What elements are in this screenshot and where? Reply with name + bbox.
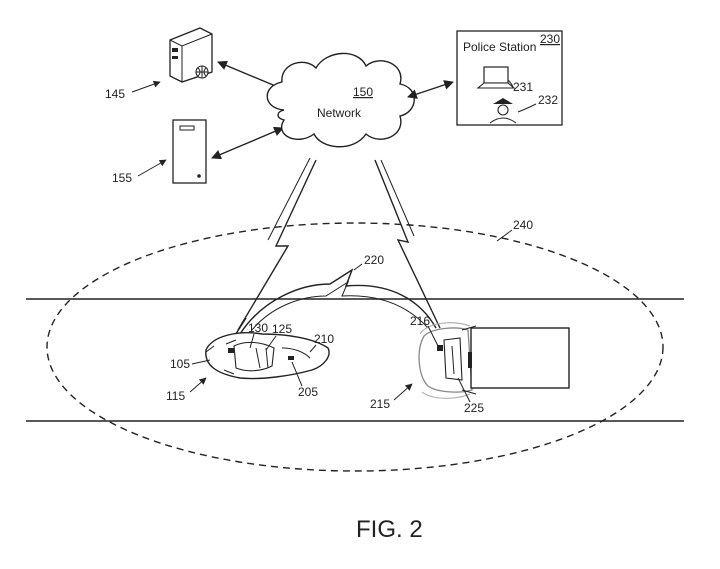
v2v-link-arc: [239, 268, 437, 335]
vehicle-a-ref-205: 205: [298, 385, 318, 399]
vehicle-a-ref-210: 210: [314, 332, 334, 346]
vehicle-a-leader-115: [189, 377, 207, 393]
server-145-ref: 145: [105, 87, 125, 101]
coverage-zone-ellipse: [46, 222, 664, 472]
figure-caption: FIG. 2: [356, 516, 423, 543]
network-ref: 150: [353, 85, 373, 99]
server-155-network-link: [211, 126, 284, 160]
server-145-icon: [169, 27, 213, 83]
network-cloud: [266, 52, 415, 148]
vehicle-a-ref-125: 125: [272, 322, 292, 336]
police-station-label: Police Station: [463, 40, 536, 54]
laptop-icon: [476, 66, 516, 89]
server-155-ref: 155: [112, 171, 132, 185]
laptop-leader: [507, 79, 514, 88]
vehicle-b-leader-215: [393, 383, 413, 401]
vehicle-a-leader-105: [191, 359, 211, 365]
vehicle-a-ref-130: 130: [248, 321, 268, 335]
wireless-link-vehicle-a: [231, 159, 317, 341]
vehicle-a: [205, 332, 330, 380]
v2v-link-ref: 220: [364, 253, 384, 267]
zone-ref: 240: [513, 218, 533, 232]
vehicle-a-leader-125: [265, 335, 277, 351]
vehicle-b-leader-225: [457, 377, 471, 403]
server-155-leader: [137, 159, 167, 177]
vehicle-a-leader-130: [249, 333, 255, 349]
officer-ref: 232: [538, 93, 558, 107]
vehicle-a-leader-205: [291, 361, 303, 387]
vehicle-b: [418, 322, 570, 399]
server-155-icon: [172, 119, 207, 184]
v2v-leader: [353, 263, 363, 271]
zone-leader-line: [496, 229, 513, 242]
police-station-box: [456, 30, 563, 126]
wireless-link-vehicle-b-2: [380, 159, 415, 237]
vehicle-b-ref-225: 225: [464, 401, 484, 415]
wireless-link-vehicle-b: [374, 159, 441, 329]
vehicle-a-ref-115: 115: [166, 389, 185, 403]
vehicle-a-ref-105: 105: [170, 357, 190, 371]
vehicle-b-ref-215: 215: [370, 397, 390, 411]
wireless-link-vehicle-a-2: [267, 157, 311, 241]
network-police-link: [407, 80, 454, 99]
server-145-leader: [131, 80, 161, 93]
officer-icon: [489, 98, 517, 124]
v2v-link-arc-inner: [251, 280, 429, 331]
vehicle-a-leader-210: [309, 344, 317, 353]
police-station-ref: 230: [540, 32, 560, 46]
network-label: Network: [317, 106, 362, 120]
vehicle-b-ref-216: 216: [410, 314, 430, 328]
vehicle-b-leader-216: [427, 325, 439, 347]
officer-leader: [517, 103, 537, 113]
laptop-ref: 231: [513, 80, 533, 94]
